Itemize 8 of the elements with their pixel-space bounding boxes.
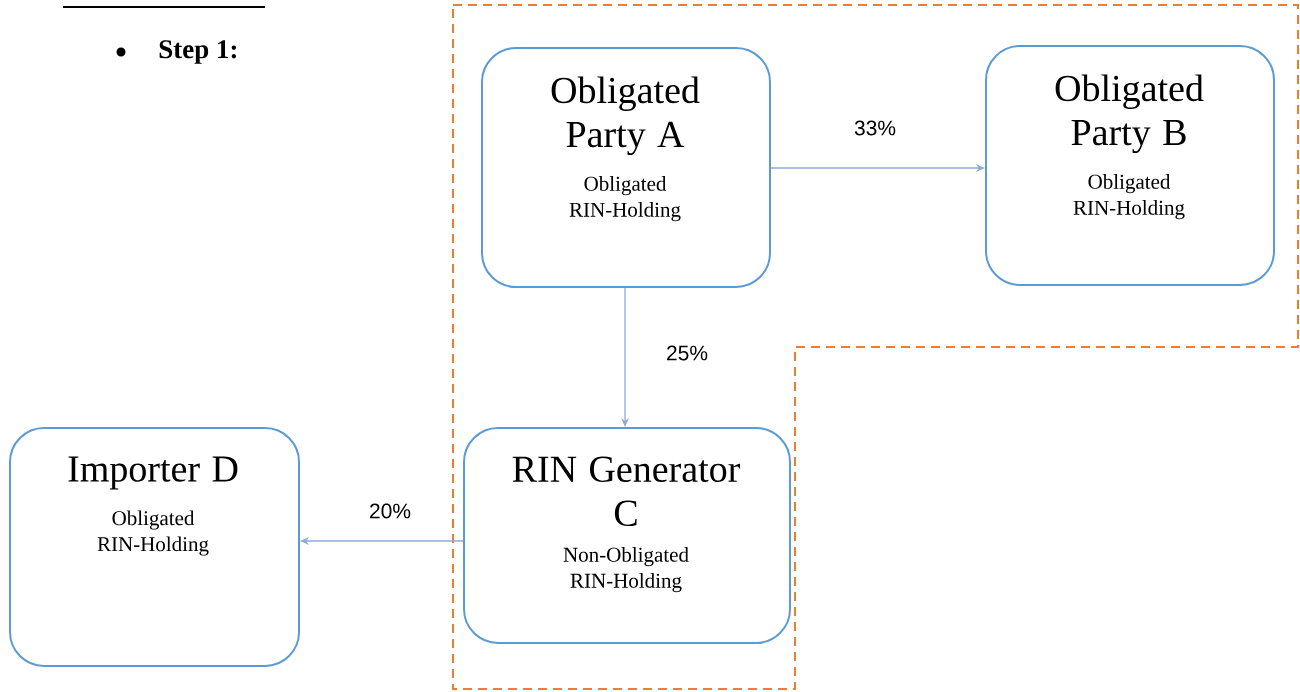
edge-label: 33% <box>852 118 898 138</box>
process-box: Obligated Party B Obligated RIN-Holding <box>985 45 1275 286</box>
edge-label: 20% <box>367 501 413 521</box>
process-box: Importer D Obligated RIN-Holding <box>9 427 300 667</box>
process-box: RIN Generator C Non-Obligated RIN-Holding <box>463 427 791 644</box>
edge-label: 25% <box>664 343 710 363</box>
process-box: Obligated Party A Obligated RIN-Holding <box>481 47 771 288</box>
bullet-item: Step 1: <box>159 40 237 64</box>
